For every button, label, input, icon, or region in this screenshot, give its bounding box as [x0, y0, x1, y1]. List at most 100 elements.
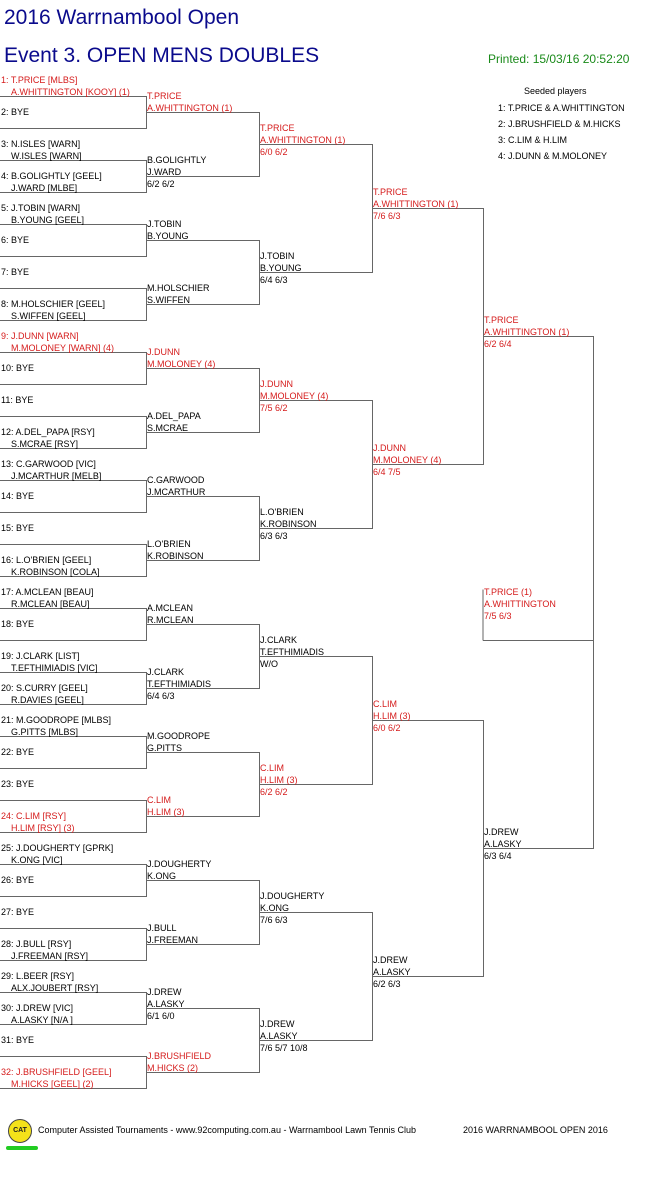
entry-line-2: M.HICKS [GEEL] (2): [11, 1079, 94, 1089]
winner-player-2: B.YOUNG: [260, 263, 302, 273]
entry-line-2: K.ROBINSON [COLA]: [11, 567, 100, 577]
winner-player-2: A.LASKY: [147, 999, 185, 1009]
entry-line-1: 4: B.GOLIGHTLY [GEEL]: [1, 171, 102, 181]
entry-line-2: S.MCRAE [RSY]: [11, 439, 79, 449]
winner-player-1: T.PRICE: [484, 315, 519, 325]
entry-line-1: 26: BYE: [1, 875, 35, 885]
winner-player-2: H.LIM (3): [260, 775, 298, 785]
winner-player-2: A.LASKY: [260, 1031, 298, 1041]
winner-player-2: M.MOLONEY (4): [260, 391, 329, 401]
winner-player-1: J.BRUSHFIELD: [147, 1051, 212, 1061]
winner-player-1: C.LIM: [260, 763, 285, 773]
winner-player-2: K.ROBINSON: [147, 551, 204, 561]
cat-logo: CAT: [8, 1119, 32, 1143]
winner-player-2: J.MCARTHUR: [147, 487, 206, 497]
entry-line-1: 20: S.CURRY [GEEL]: [1, 683, 88, 693]
champion-player-1: T.PRICE (1): [484, 587, 533, 597]
entry-line-2: W.ISLES [WARN]: [11, 151, 82, 161]
winner-player-2: J.WARD: [147, 167, 182, 177]
entry-line-1: 15: BYE: [1, 523, 35, 533]
entry-line-1: 16: L.O'BRIEN [GEEL]: [1, 555, 92, 565]
winner-player-1: B.GOLIGHTLY: [147, 155, 207, 165]
winner-player-2: G.PITTS: [147, 743, 183, 753]
entry-line-2: J.MCARTHUR [MELB]: [11, 471, 102, 481]
winner-player-1: M.GOODROPE: [147, 731, 211, 741]
entry-line-1: 14: BYE: [1, 491, 35, 501]
champion-player-2: A.WHITTINGTON: [484, 599, 556, 609]
winner-player-1: J.DOUGHERTY: [260, 891, 325, 901]
entry-line-1: 28: J.BULL [RSY]: [1, 939, 72, 949]
winner-player-2: H.LIM (3): [373, 711, 411, 721]
seeded-item: 4: J.DUNN & M.MOLONEY: [498, 151, 608, 161]
entry-line-1: 3: N.ISLES [WARN]: [1, 139, 81, 149]
winner-player-2: J.FREEMAN: [147, 935, 199, 945]
winner-player-1: C.GARWOOD: [147, 475, 205, 485]
entry-line-2: B.YOUNG [GEEL]: [11, 215, 85, 225]
winner-player-1: C.LIM: [373, 699, 398, 709]
match-score: 6/3 6/3: [260, 531, 288, 541]
page-title: 2016 Warrnambool Open: [4, 6, 240, 29]
entry-line-2: A.WHITTINGTON [KOOY] (1): [11, 87, 130, 97]
entry-line-1: 29: L.BEER [RSY]: [1, 971, 75, 981]
winner-player-1: A.DEL_PAPA: [147, 411, 201, 421]
winner-player-2: A.WHITTINGTON (1): [260, 135, 346, 145]
seeded-item: 2: J.BRUSHFIELD & M.HICKS: [498, 119, 621, 129]
footer-event: 2016 WARRNAMBOOL OPEN 2016: [463, 1125, 608, 1135]
entry-line-2: M.MOLONEY [WARN] (4): [11, 343, 115, 353]
winner-player-1: J.DUNN: [147, 347, 180, 357]
match-score: 6/3 6/4: [484, 851, 512, 861]
winner-player-1: T.PRICE: [260, 123, 295, 133]
match-score: 6/1 6/0: [147, 1011, 175, 1021]
winner-player-1: M.HOLSCHIER: [147, 283, 210, 293]
winner-player-2: S.MCRAE: [147, 423, 189, 433]
entry-line-1: 19: J.CLARK [LIST]: [1, 651, 80, 661]
winner-player-2: A.LASKY: [484, 839, 522, 849]
winner-player-2: A.WHITTINGTON (1): [373, 199, 459, 209]
match-score: 6/4 6/3: [260, 275, 288, 285]
winner-player-1: J.DREW: [147, 987, 182, 997]
entry-line-1: 31: BYE: [1, 1035, 35, 1045]
winner-player-2: M.HICKS (2): [147, 1063, 199, 1073]
event-title: Event 3. OPEN MENS DOUBLES: [4, 44, 320, 67]
entry-line-1: 25: J.DOUGHERTY [GPRK]: [1, 843, 114, 853]
match-score: 7/5 6/2: [260, 403, 288, 413]
match-score: 7/6 6/3: [373, 211, 401, 221]
match-score: 6/2 6/2: [147, 179, 175, 189]
match-score: 6/4 6/3: [147, 691, 175, 701]
winner-player-1: T.PRICE: [373, 187, 408, 197]
seeded-item: 3: C.LIM & H.LIM: [498, 135, 568, 145]
winner-player-1: J.DOUGHERTY: [147, 859, 212, 869]
entry-line-1: 10: BYE: [1, 363, 35, 373]
entry-line-1: 22: BYE: [1, 747, 35, 757]
winner-player-2: K.ONG: [260, 903, 290, 913]
winner-player-1: J.DREW: [373, 955, 408, 965]
printed-timestamp: Printed: 15/03/16 20:52:20: [488, 52, 630, 66]
entry-line-2: ALX.JOUBERT [RSY]: [11, 983, 99, 993]
entry-line-1: 30: J.DREW [VIC]: [1, 1003, 74, 1013]
winner-player-2: B.YOUNG: [147, 231, 189, 241]
winner-player-1: C.LIM: [147, 795, 172, 805]
champion-score: 7/5 6/3: [484, 611, 512, 621]
entry-line-1: 12: A.DEL_PAPA [RSY]: [1, 427, 95, 437]
match-score: 6/2 6/3: [373, 979, 401, 989]
entry-line-2: R.MCLEAN [BEAU]: [11, 599, 90, 609]
entry-line-1: 1: T.PRICE [MLBS]: [1, 75, 78, 85]
winner-player-1: L.O'BRIEN: [147, 539, 191, 549]
entry-line-2: J.WARD [MLBE]: [11, 183, 78, 193]
entry-line-1: 32: J.BRUSHFIELD [GEEL]: [1, 1067, 112, 1077]
winner-player-1: J.DUNN: [260, 379, 293, 389]
winner-player-2: A.WHITTINGTON (1): [484, 327, 570, 337]
match-score: 6/4 7/5: [373, 467, 401, 477]
entry-line-1: 23: BYE: [1, 779, 35, 789]
winner-player-1: J.CLARK: [260, 635, 298, 645]
logo-underline: [6, 1146, 38, 1150]
entry-line-1: 27: BYE: [1, 907, 35, 917]
entry-line-2: A.LASKY [N/A ]: [11, 1015, 73, 1025]
winner-player-2: H.LIM (3): [147, 807, 185, 817]
winner-player-2: T.EFTHIMIADIS: [147, 679, 212, 689]
entry-line-1: 18: BYE: [1, 619, 35, 629]
entry-line-1: 8: M.HOLSCHIER [GEEL]: [1, 299, 106, 309]
seeded-heading: Seeded players: [524, 86, 587, 96]
match-score: 6/2 6/2: [260, 787, 288, 797]
